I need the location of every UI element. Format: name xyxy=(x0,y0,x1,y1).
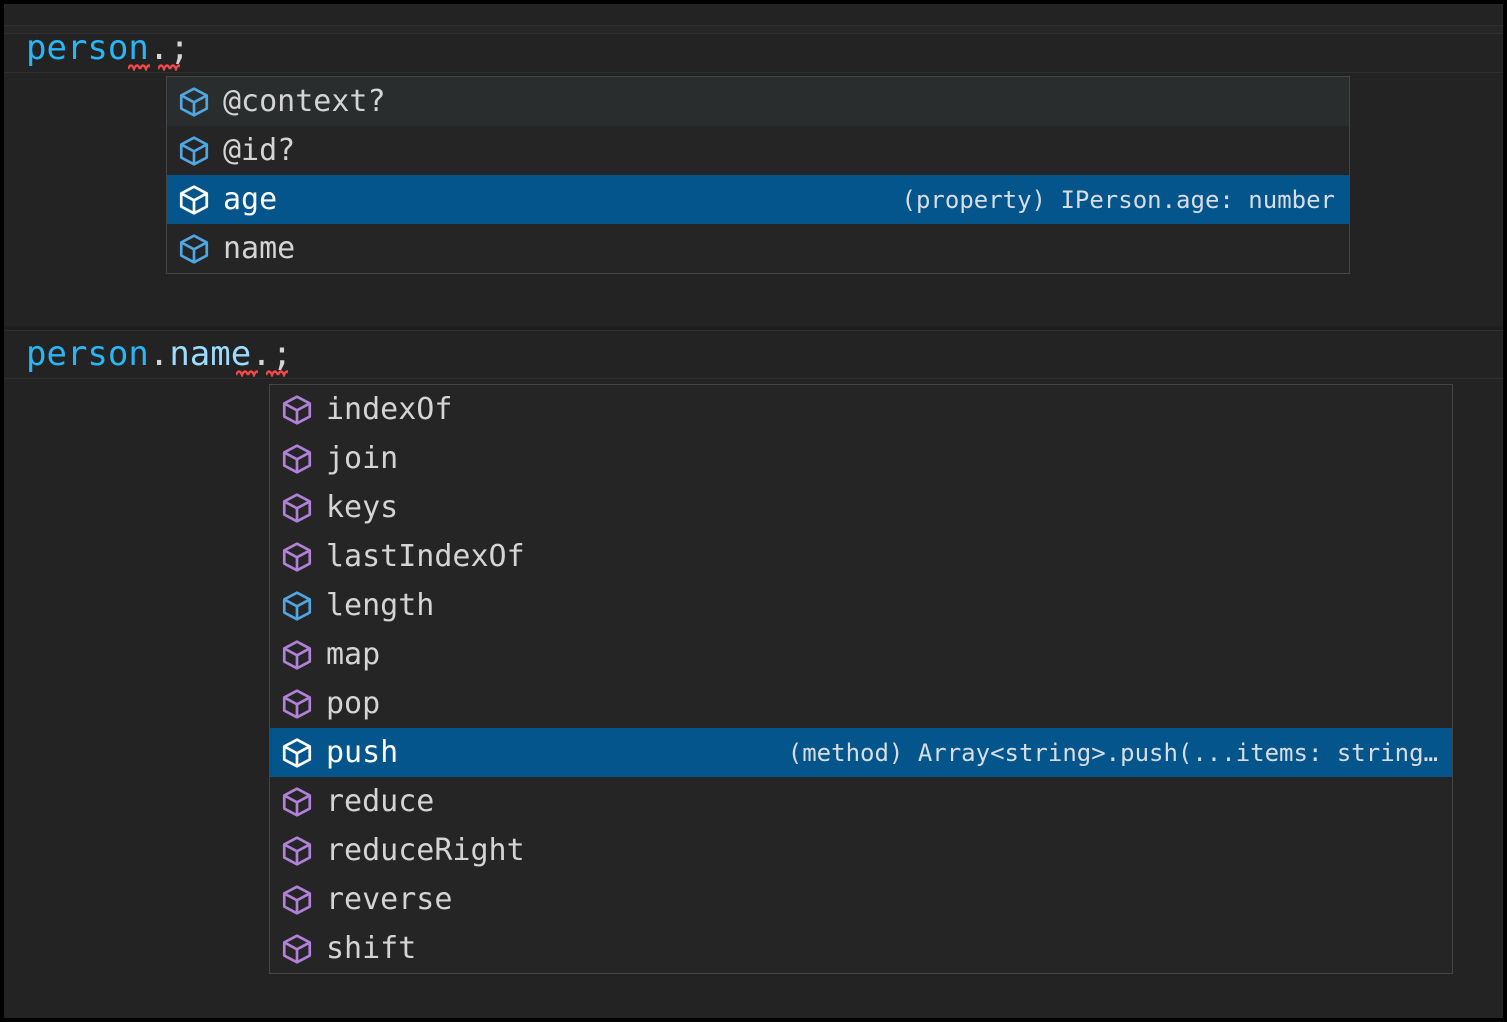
method-cube-icon xyxy=(280,442,314,476)
pane-divider xyxy=(4,72,1503,73)
suggest-item[interactable]: name xyxy=(167,224,1349,273)
code-token-property: name xyxy=(169,334,252,374)
suggest-item-label: @context? xyxy=(223,83,386,119)
code-token-punctuation: ; xyxy=(271,334,293,374)
suggest-item[interactable]: age (property) IPerson.age: number xyxy=(167,175,1349,224)
suggest-item-label: push xyxy=(326,734,399,770)
suggest-item-label: @id? xyxy=(223,132,296,168)
method-cube-icon xyxy=(280,638,314,672)
suggest-item-label: shift xyxy=(326,930,417,966)
pane-divider xyxy=(4,378,1503,379)
code-token-punctuation: . xyxy=(148,334,170,374)
property-cube-icon xyxy=(280,589,314,623)
suggest-item[interactable]: reverse xyxy=(270,875,1452,924)
suggest-item[interactable]: @context? xyxy=(167,77,1349,126)
line-highlight-band xyxy=(4,26,1503,33)
suggest-item[interactable]: indexOf xyxy=(270,385,1452,434)
suggest-item-label: pop xyxy=(326,685,381,721)
suggest-item[interactable]: push (method) Array<string>.push(...items… xyxy=(270,728,1452,777)
method-cube-icon xyxy=(280,883,314,917)
suggest-item-label: indexOf xyxy=(326,391,453,427)
suggest-item[interactable]: length xyxy=(270,581,1452,630)
suggest-item[interactable]: reduce xyxy=(270,777,1452,826)
suggest-item-label: reduceRight xyxy=(326,832,525,868)
suggest-item-detail: (method) Array<string>.push(...items: st… xyxy=(787,739,1438,766)
suggest-item-label: lastIndexOf xyxy=(326,538,525,574)
method-cube-icon xyxy=(280,834,314,868)
suggest-item[interactable]: map xyxy=(270,630,1452,679)
code-token-punctuation: . xyxy=(251,334,272,374)
error-squiggle-icon xyxy=(158,62,180,71)
suggest-item[interactable]: reduceRight xyxy=(270,826,1452,875)
suggest-item-label: join xyxy=(326,440,399,476)
suggest-widget-properties[interactable]: @context? @id? age (property) IPerson.age: … xyxy=(166,76,1350,274)
suggest-item-label: length xyxy=(326,587,435,623)
suggest-item-label: name xyxy=(223,230,296,266)
method-cube-icon xyxy=(280,687,314,721)
suggest-item[interactable]: join xyxy=(270,434,1452,483)
pane-divider xyxy=(4,330,1503,331)
code-token-punctuation: ; xyxy=(169,28,190,68)
code-line-2[interactable]: person.name.; xyxy=(26,334,292,374)
code-token-punctuation: . xyxy=(148,28,170,68)
suggest-item-label: keys xyxy=(326,489,399,525)
property-cube-icon xyxy=(177,134,211,168)
code-line-1[interactable]: person.; xyxy=(26,28,190,68)
method-cube-icon xyxy=(280,932,314,966)
error-squiggle-icon xyxy=(236,368,258,377)
pane-divider xyxy=(4,25,1503,26)
method-cube-icon xyxy=(280,491,314,525)
property-cube-icon xyxy=(177,85,211,119)
suggest-item[interactable]: keys xyxy=(270,483,1452,532)
method-cube-icon xyxy=(280,540,314,574)
suggest-item-label: reverse xyxy=(326,881,453,917)
code-token-variable: person xyxy=(26,28,149,68)
error-squiggle-icon xyxy=(128,62,150,71)
property-cube-icon xyxy=(177,232,211,266)
suggest-widget-methods[interactable]: indexOf join keys lastIndexOf length map pop pu… xyxy=(269,384,1453,974)
method-cube-icon xyxy=(280,736,314,770)
suggest-item-label: map xyxy=(326,636,381,672)
suggest-item[interactable]: pop xyxy=(270,679,1452,728)
suggest-item-label: age xyxy=(223,181,278,217)
property-cube-icon xyxy=(177,183,211,217)
suggest-item-label: reduce xyxy=(326,783,435,819)
suggest-item-detail: (property) IPerson.age: number xyxy=(901,186,1335,213)
suggest-item[interactable]: shift xyxy=(270,924,1452,973)
code-token-variable: person xyxy=(26,334,149,374)
suggest-item[interactable]: lastIndexOf xyxy=(270,532,1452,581)
suggest-item[interactable]: @id? xyxy=(167,126,1349,175)
method-cube-icon xyxy=(280,785,314,819)
method-cube-icon xyxy=(280,393,314,427)
pane-divider xyxy=(4,33,1503,34)
error-squiggle-icon xyxy=(266,368,288,377)
